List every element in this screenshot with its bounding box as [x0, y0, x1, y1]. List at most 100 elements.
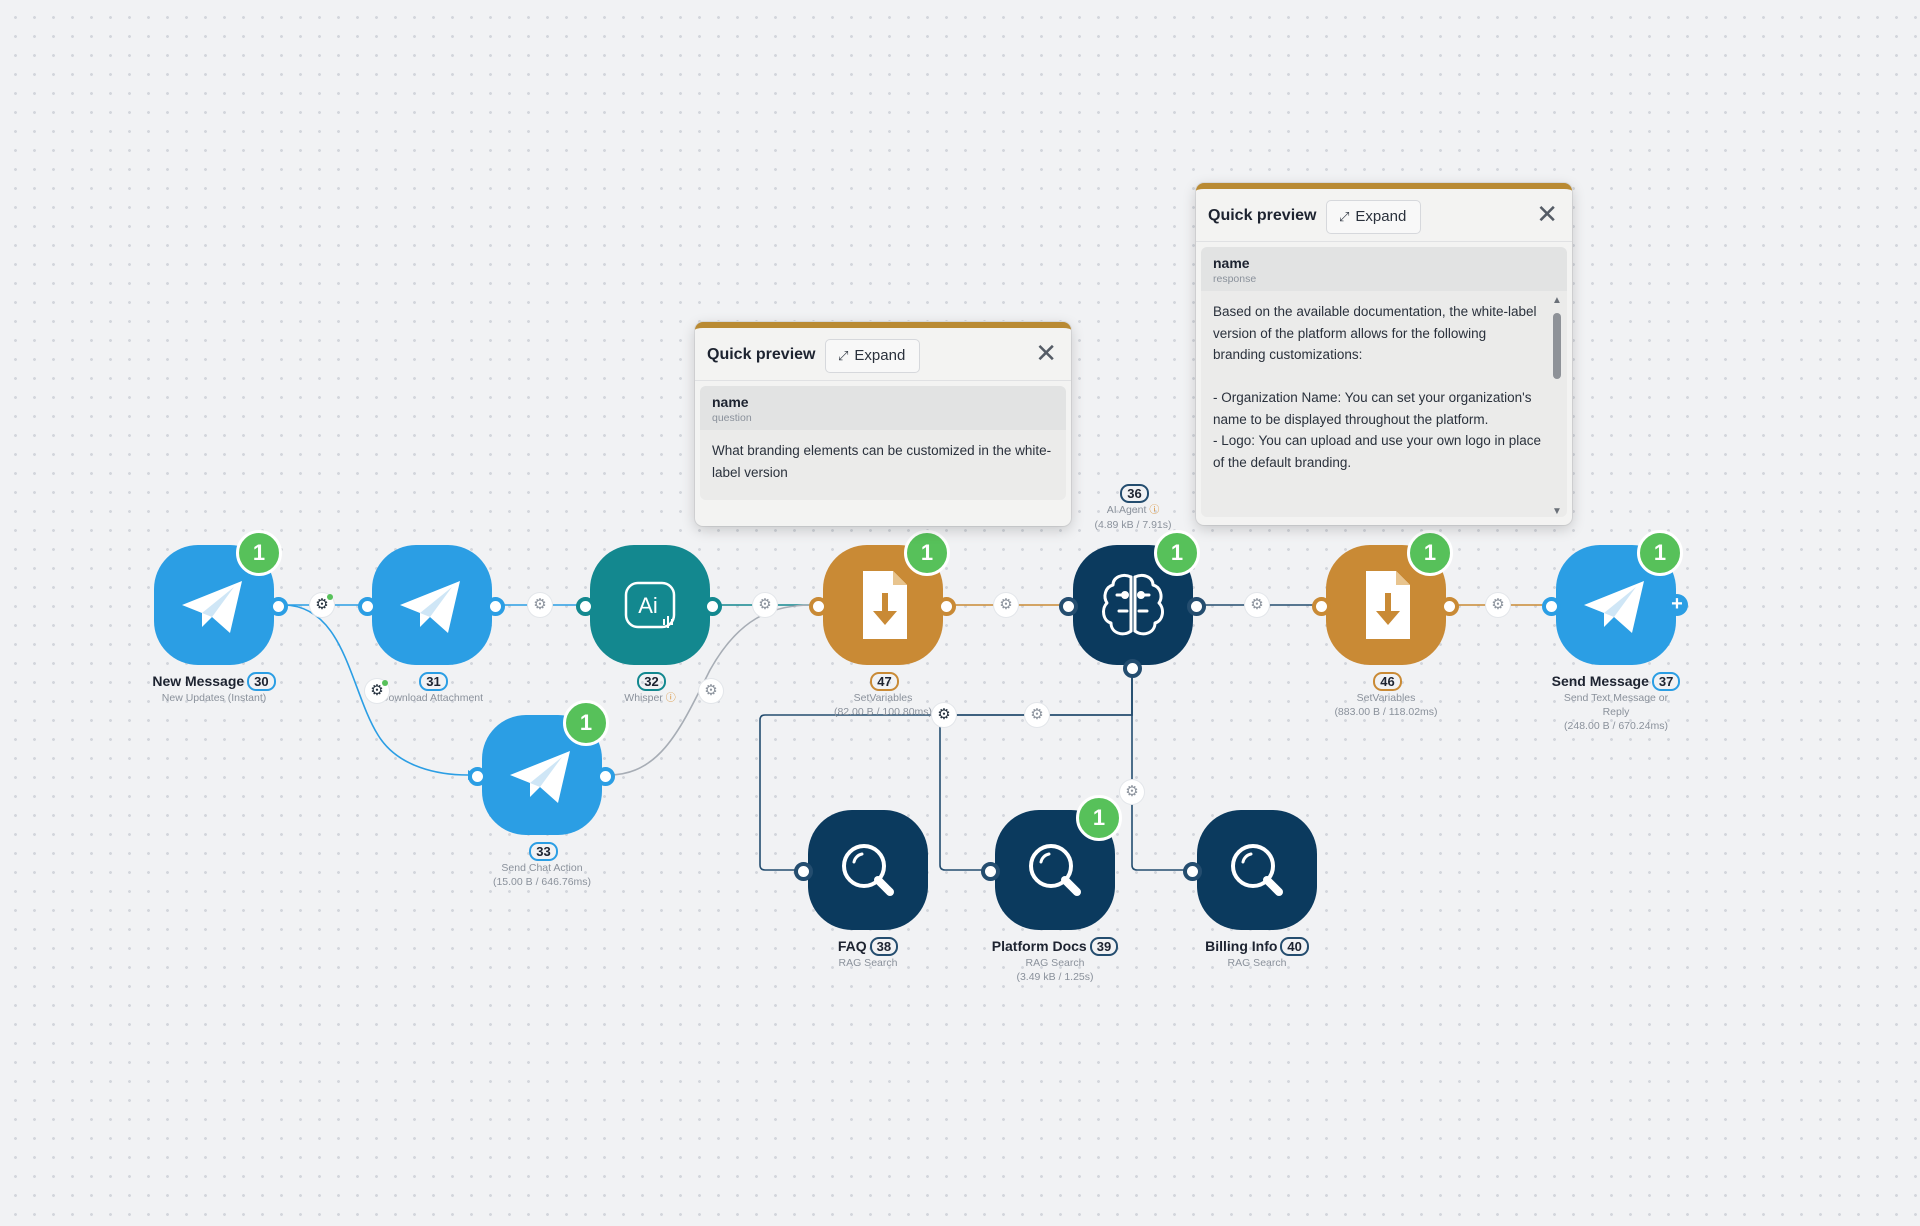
- input-port[interactable]: [794, 862, 813, 881]
- input-port[interactable]: [1183, 862, 1202, 881]
- node-id-badge: 33: [529, 842, 558, 861]
- node-title: FAQ: [837, 938, 867, 954]
- wire-36-38: [759, 672, 1133, 871]
- node-id-badge: 30: [247, 672, 276, 691]
- gear-icon[interactable]: ⚙: [310, 593, 334, 617]
- quick-preview-panel-question[interactable]: Quick preview ⤢Expand ✕ name question Wh…: [695, 322, 1071, 526]
- node-stats: (248.00 B / 670.24ms): [1564, 720, 1668, 732]
- input-port[interactable]: [1059, 597, 1078, 616]
- node-subtitle: Send Chat Action: [501, 862, 583, 874]
- field-header: name response: [1201, 247, 1567, 291]
- node-title: New Message: [152, 673, 245, 689]
- warning-icon: ⓘ: [665, 693, 676, 704]
- node-label-download-attachment: 31 Download Attachment: [362, 672, 502, 705]
- gear-icon[interactable]: ⚙: [932, 703, 956, 727]
- node-id-badge: 47: [870, 672, 899, 691]
- quick-preview-body: name question What branding elements can…: [700, 386, 1066, 500]
- node-set-variables-47[interactable]: [823, 545, 943, 665]
- field-name: name: [712, 394, 749, 410]
- quick-preview-header: Quick preview ⤢Expand ✕: [1196, 189, 1572, 242]
- scroll-down-arrow-icon[interactable]: ▼: [1552, 506, 1562, 517]
- output-port[interactable]: [1187, 597, 1206, 616]
- input-port[interactable]: [468, 767, 487, 786]
- brain-icon: [1102, 573, 1164, 636]
- scrollbar[interactable]: ▲ ▼: [1552, 295, 1562, 517]
- input-port[interactable]: [809, 597, 828, 616]
- output-port[interactable]: [596, 767, 615, 786]
- scroll-up-arrow-icon[interactable]: ▲: [1552, 295, 1562, 306]
- node-subtitle: RAG Search: [1227, 957, 1287, 969]
- gear-icon[interactable]: ⚙: [994, 593, 1018, 617]
- input-port[interactable]: [576, 597, 595, 616]
- node-label-send-chat-action: 33 Send Chat Action (15.00 B / 646.76ms): [462, 842, 622, 889]
- node-subtitle: Download Attachment: [380, 692, 484, 704]
- node-label-whisper: 32 Whisper ⓘ: [580, 672, 720, 706]
- node-subtitle-cont: Reply: [1602, 706, 1630, 718]
- field-type: response: [1213, 273, 1257, 285]
- run-count-badge: 1: [1154, 530, 1200, 576]
- input-port[interactable]: [1542, 597, 1561, 616]
- expand-button[interactable]: ⤢Expand: [1326, 200, 1422, 234]
- input-port[interactable]: [358, 597, 377, 616]
- field-header: name question: [700, 386, 1066, 430]
- output-port[interactable]: [486, 597, 505, 616]
- wire-36-40: [1131, 672, 1186, 871]
- gear-icon[interactable]: ⚙: [528, 593, 552, 617]
- field-type: question: [712, 412, 752, 424]
- field-value: Based on the available documentation, th…: [1213, 304, 1542, 470]
- node-download-attachment[interactable]: [372, 545, 492, 665]
- node-stats: (15.00 B / 646.76ms): [492, 876, 592, 888]
- node-subtitle: New Updates (Instant): [161, 692, 267, 704]
- file-download-icon: [1366, 571, 1410, 639]
- quick-preview-panel-response[interactable]: Quick preview ⤢Expand ✕ name response Ba…: [1196, 183, 1572, 525]
- expand-icon: ⤢: [838, 348, 849, 363]
- gear-icon[interactable]: ⚙: [753, 593, 777, 617]
- node-id-badge: 39: [1089, 937, 1119, 956]
- search-icon: [1029, 844, 1081, 896]
- node-faq[interactable]: [808, 810, 928, 930]
- output-port[interactable]: [1440, 597, 1459, 616]
- output-port[interactable]: [269, 597, 288, 616]
- input-port[interactable]: [981, 862, 1000, 881]
- node-subtitle: RAG Search: [838, 957, 898, 969]
- telegram-icon: [182, 581, 242, 633]
- gear-icon[interactable]: ⚙: [1245, 593, 1269, 617]
- scrollbar-thumb[interactable]: [1553, 313, 1561, 379]
- node-id-badge: 40: [1280, 937, 1309, 956]
- gear-icon[interactable]: ⚙: [1025, 703, 1049, 727]
- node-title: Send Message: [1551, 673, 1649, 689]
- gear-icon[interactable]: ⚙: [1486, 593, 1510, 617]
- gear-icon[interactable]: ⚙: [365, 679, 389, 703]
- node-id-badge: 37: [1651, 672, 1681, 691]
- node-title: Billing Info: [1205, 938, 1278, 954]
- node-billing-info[interactable]: [1197, 810, 1317, 930]
- quick-preview-title: Quick preview: [707, 346, 816, 363]
- gear-icon[interactable]: ⚙: [699, 679, 723, 703]
- plus-icon[interactable]: +: [1666, 594, 1688, 616]
- node-id-badge: 32: [637, 672, 666, 691]
- quick-preview-body: name response Based on the available doc…: [1201, 247, 1567, 517]
- telegram-icon: [510, 751, 570, 803]
- close-icon[interactable]: ✕: [1536, 199, 1558, 229]
- gear-icon[interactable]: ⚙: [1120, 780, 1144, 804]
- output-port[interactable]: [703, 597, 722, 616]
- node-subtitle: Whisper: [624, 692, 663, 704]
- node-whisper[interactable]: Ai: [590, 545, 710, 665]
- close-icon[interactable]: ✕: [1035, 338, 1057, 368]
- node-id-badge: 38: [869, 937, 899, 956]
- node-label-set-variables-47: 47 SetVariables (82.00 B / 100.80ms): [803, 672, 963, 719]
- expand-button[interactable]: ⤢Expand: [825, 339, 921, 373]
- input-port[interactable]: [1312, 597, 1331, 616]
- telegram-icon: [1584, 581, 1644, 633]
- node-subtitle: RAG Search: [1025, 957, 1085, 969]
- node-subtitle: SetVariables: [1356, 692, 1416, 704]
- tools-port[interactable]: [1123, 659, 1142, 678]
- wire-30-33: [282, 604, 469, 776]
- expand-label: Expand: [1355, 208, 1407, 225]
- output-port[interactable]: [937, 597, 956, 616]
